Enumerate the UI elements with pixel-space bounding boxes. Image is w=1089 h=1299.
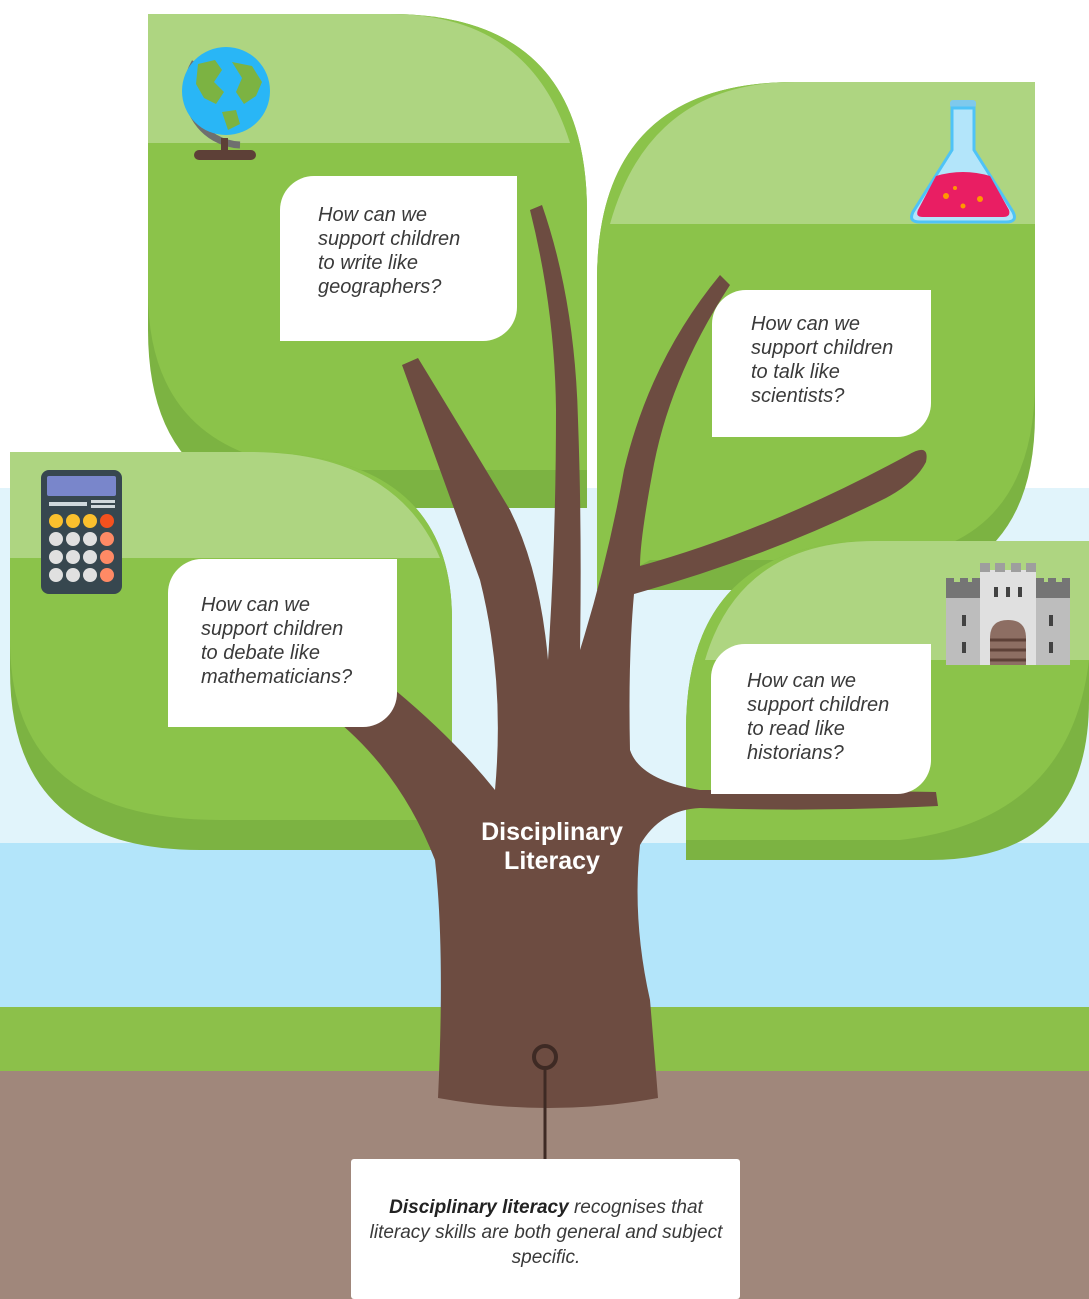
caption-body: recognises that literacy skills are both… <box>369 1197 723 1268</box>
question-mathematics: How can we support children to debate li… <box>201 594 353 688</box>
question-bubble-history <box>711 644 931 794</box>
caption-text: Disciplinary literacy recognises that li… <box>368 1195 724 1270</box>
calculator-icon <box>41 470 122 594</box>
castle-icon <box>946 563 1070 665</box>
trunk-label: Disciplinary Literacy <box>481 818 623 875</box>
question-bubble-geography <box>280 176 517 341</box>
question-science: How can we support children to talk like… <box>751 313 894 407</box>
root-pointer <box>532 1044 558 1159</box>
question-bubble-mathematics <box>168 559 397 727</box>
question-bubble-science <box>712 290 931 437</box>
tree-trunk <box>330 205 938 1108</box>
question-geography: How can we support children to write lik… <box>318 204 461 298</box>
caption-bold-term: Disciplinary literacy <box>389 1197 569 1218</box>
caption-box <box>351 1159 740 1299</box>
question-history: How can we support children to read like… <box>747 670 890 764</box>
flask-icon <box>910 100 1016 224</box>
globe-icon <box>182 47 270 160</box>
